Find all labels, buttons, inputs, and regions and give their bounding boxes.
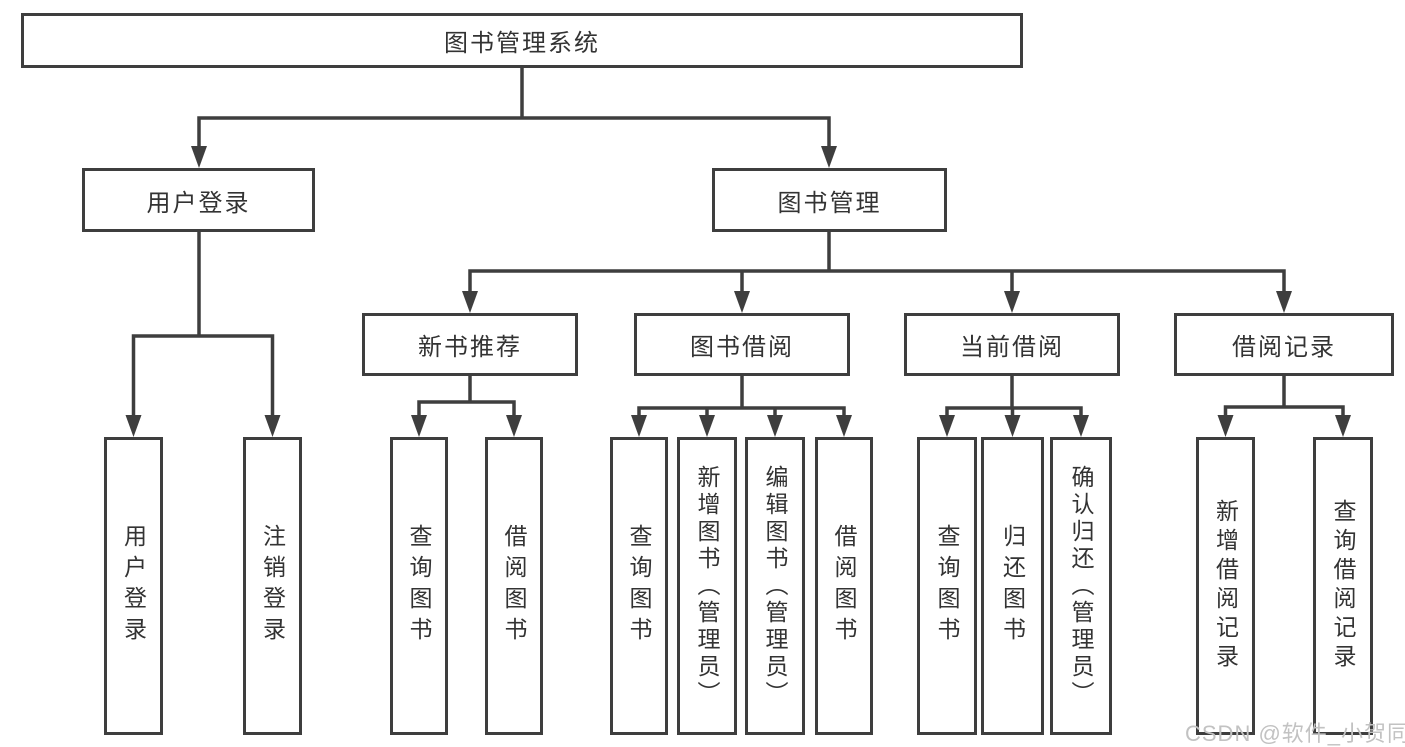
- node-book-borrow: 图书借阅: [634, 313, 850, 376]
- node-new-book-recommend: 新书推荐: [362, 313, 578, 376]
- watermark: CSDN @软件_小贺同学: [1185, 721, 1405, 746]
- leaf-borrow-book-recommend: 借阅图书: [485, 437, 543, 735]
- leaf-edit-book-admin: 编辑图书（管理员）: [745, 437, 805, 735]
- leaf-borrow-book: 借阅图书: [815, 437, 873, 735]
- leaf-query-book-current: 查询图书: [917, 437, 977, 735]
- leaf-add-book-admin: 新增图书（管理员）: [677, 437, 737, 735]
- leaf-user-login: 用户登录: [104, 437, 163, 735]
- node-user-login: 用户登录: [82, 168, 315, 232]
- leaf-query-book-recommend: 查询图书: [390, 437, 448, 735]
- leaf-confirm-return-admin: 确认归还（管理员）: [1050, 437, 1112, 735]
- leaf-query-book-borrow: 查询图书: [610, 437, 668, 735]
- leaf-query-borrow-record: 查询借阅记录: [1313, 437, 1373, 735]
- leaf-return-book: 归还图书: [981, 437, 1044, 735]
- node-borrow-records: 借阅记录: [1174, 313, 1394, 376]
- node-root: 图书管理系统: [21, 13, 1023, 68]
- leaf-logout: 注销登录: [243, 437, 302, 735]
- node-current-borrow: 当前借阅: [904, 313, 1120, 376]
- leaf-add-borrow-record: 新增借阅记录: [1196, 437, 1255, 735]
- node-book-management: 图书管理: [712, 168, 947, 232]
